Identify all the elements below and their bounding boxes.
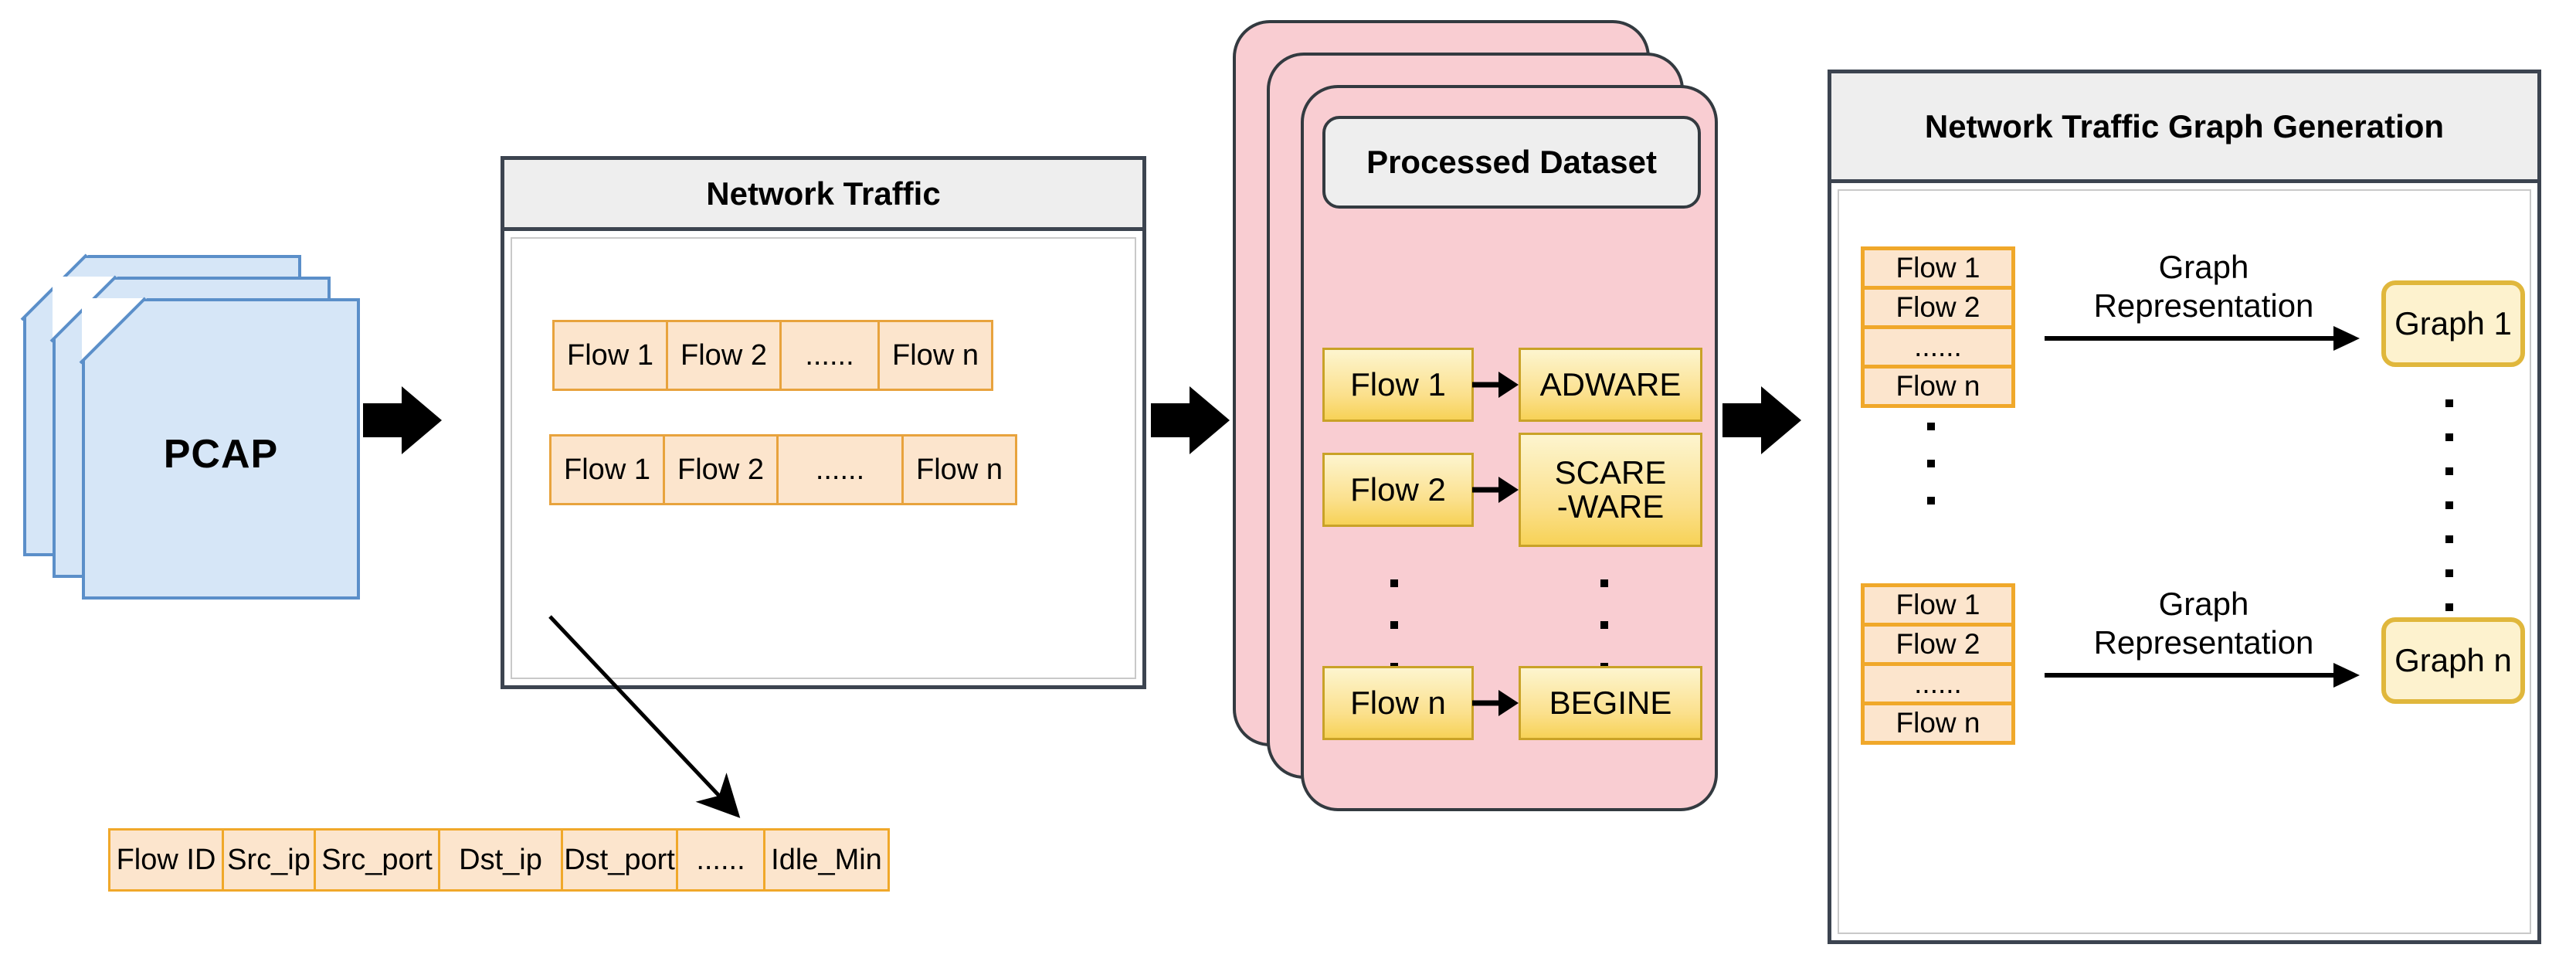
flow-cell: Flow n bbox=[877, 320, 993, 391]
thin-arrow-flow-to-label bbox=[1472, 348, 1520, 422]
representation-arrow bbox=[2045, 663, 2361, 688]
flow-cell: Flow 1 bbox=[1861, 246, 2015, 290]
thin-arrow-flow-to-label bbox=[1472, 666, 1520, 740]
flow-cell: Flow n bbox=[1861, 365, 2015, 408]
feature-column-header: Flow ID bbox=[108, 828, 224, 892]
label-line-1: Graph bbox=[2158, 249, 2249, 285]
feature-column-header: Src_ip bbox=[222, 828, 316, 892]
feature-column-header: Dst_port bbox=[561, 828, 678, 892]
pcap-sheet-front: PCAP bbox=[79, 297, 360, 600]
arrow-head bbox=[2333, 663, 2360, 688]
arrow-shaft bbox=[2045, 673, 2337, 678]
arrow-head bbox=[402, 386, 442, 454]
graph-representation-label: Graph Representation bbox=[2041, 585, 2366, 661]
graph-representation-label: Graph Representation bbox=[2041, 248, 2366, 324]
arrow-shaft bbox=[1472, 700, 1503, 706]
block-arrow-pcap-to-traffic bbox=[363, 386, 443, 454]
flow-cell: Flow 2 bbox=[1861, 286, 2015, 329]
feature-column-header: ...... bbox=[676, 828, 765, 892]
flow-cell: Flow 1 bbox=[549, 434, 665, 505]
graph-node: Graph 1 bbox=[2381, 280, 2527, 369]
arrow-head bbox=[2333, 326, 2360, 351]
flow-cell: Flow n bbox=[901, 434, 1017, 505]
feature-column-header: Idle_Min bbox=[763, 828, 890, 892]
feature-column-header: Src_port bbox=[314, 828, 440, 892]
flow-cell: ...... bbox=[776, 434, 904, 505]
flow-cell: Flow 1 bbox=[1861, 583, 2015, 627]
flow-cell: ...... bbox=[1861, 325, 2015, 369]
dataset-label-cell: SCARE -WARE bbox=[1519, 433, 1702, 547]
dataset-flow-cell: Flow 2 bbox=[1322, 453, 1474, 527]
vertical-ellipsis-icon bbox=[2445, 399, 2453, 645]
block-arrow-dataset-to-graphgen bbox=[1722, 386, 1803, 454]
arrow-shaft bbox=[1722, 403, 1763, 437]
dataset-flow-cell: Flow 1 bbox=[1322, 348, 1474, 422]
graph-generation-title: Network Traffic Graph Generation bbox=[1831, 73, 2537, 183]
dataset-label-cell: ADWARE bbox=[1519, 348, 1702, 422]
label-line-1: Graph bbox=[2158, 586, 2249, 622]
label-line-1: SCARE bbox=[1554, 454, 1667, 491]
vertical-ellipsis-icon bbox=[1390, 579, 1398, 671]
block-arrow-traffic-to-dataset bbox=[1151, 386, 1231, 454]
flow-cell: Flow 1 bbox=[552, 320, 668, 391]
arrow-shaft bbox=[1151, 403, 1191, 437]
label-line-2: Representation bbox=[2093, 623, 2314, 661]
label-line-2: Representation bbox=[2093, 287, 2314, 324]
arrow-head bbox=[1498, 372, 1519, 398]
flow-cell: Flow 2 bbox=[666, 320, 782, 391]
arrow-shaft bbox=[1472, 487, 1503, 493]
flow-cell: ...... bbox=[1861, 662, 2015, 705]
pcap-document-stack: PCAP bbox=[20, 253, 417, 618]
arrow-head bbox=[1498, 690, 1519, 716]
thin-arrow-flow-to-label bbox=[1472, 453, 1520, 527]
flow-cell: ...... bbox=[779, 320, 880, 391]
arrow-shaft bbox=[1472, 382, 1503, 388]
arrow-shaft bbox=[363, 403, 403, 437]
vertical-ellipsis-icon bbox=[1600, 579, 1608, 671]
arrow-head bbox=[1498, 477, 1519, 503]
arrow-head bbox=[1190, 386, 1230, 454]
arrow-head bbox=[1761, 386, 1801, 454]
feature-column-header: Dst_ip bbox=[438, 828, 563, 892]
representation-arrow bbox=[2045, 326, 2361, 351]
arrow-shaft bbox=[2045, 336, 2337, 341]
diagonal-arrow-flow-to-features bbox=[548, 615, 741, 818]
dataset-label-cell: BEGINE bbox=[1519, 666, 1702, 740]
dataset-flow-cell: Flow n bbox=[1322, 666, 1474, 740]
pcap-label: PCAP bbox=[163, 432, 279, 477]
processed-dataset-title: Processed Dataset bbox=[1322, 116, 1701, 209]
flow-cell: Flow n bbox=[1861, 702, 2015, 745]
flow-cell: Flow 2 bbox=[1861, 623, 2015, 666]
vertical-ellipsis-icon bbox=[1927, 423, 1935, 504]
network-traffic-title: Network Traffic bbox=[504, 160, 1142, 231]
flow-cell: Flow 2 bbox=[663, 434, 779, 505]
label-line-2: -WARE bbox=[1556, 488, 1665, 525]
graph-node: Graph n bbox=[2381, 617, 2527, 706]
